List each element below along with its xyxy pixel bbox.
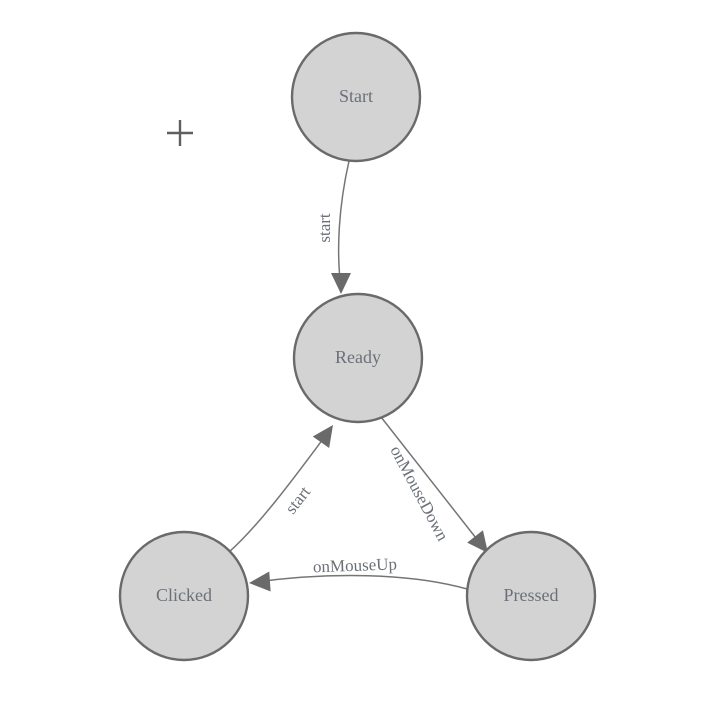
edge-start-to-ready[interactable]: start <box>315 160 351 294</box>
node-circle[interactable] <box>118 530 250 662</box>
edge-path[interactable] <box>255 574 468 590</box>
crosshair-icon <box>167 120 193 146</box>
node-start[interactable]: Start <box>290 31 422 163</box>
edge-clicked-to-ready[interactable]: start <box>228 419 341 553</box>
edge-label-start-to-ready: start <box>315 213 334 243</box>
node-circle[interactable] <box>292 292 424 424</box>
node-label-start: Start <box>339 86 373 106</box>
arrow-head-icon <box>312 425 333 448</box>
edge-pressed-to-clicked[interactable]: onMouseUp <box>248 554 468 593</box>
edge-label-ready-to-pressed: onMouseDown <box>386 443 452 545</box>
edge-path[interactable] <box>228 430 330 553</box>
arrow-head-icon <box>331 273 351 294</box>
nodes-layer: Start Ready Clicked Pressed <box>118 31 597 662</box>
node-label-pressed: Pressed <box>504 585 559 605</box>
node-label-ready: Ready <box>335 347 381 367</box>
node-circle[interactable] <box>290 31 422 163</box>
arrow-head-icon <box>249 571 271 592</box>
node-label-clicked: Clicked <box>156 585 212 605</box>
node-clicked[interactable]: Clicked <box>118 530 250 662</box>
edge-path[interactable] <box>337 160 350 289</box>
node-circle[interactable] <box>465 530 597 662</box>
node-pressed[interactable]: Pressed <box>465 530 597 662</box>
edge-path[interactable] <box>380 416 484 548</box>
arrow-head-icon <box>467 530 488 553</box>
edge-label-pressed-to-clicked: onMouseUp <box>313 554 398 576</box>
edge-ready-to-pressed[interactable]: onMouseDown <box>380 416 496 559</box>
node-ready[interactable]: Ready <box>292 292 424 424</box>
